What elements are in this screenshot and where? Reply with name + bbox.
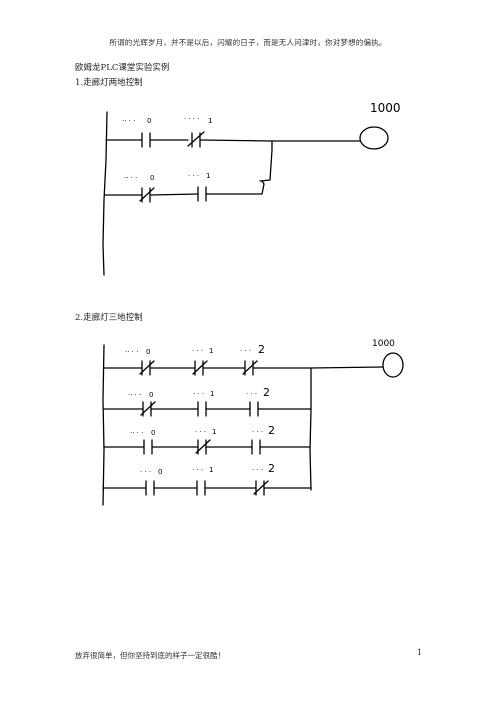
contact-address-label: 0 bbox=[158, 468, 162, 476]
contact-address-label: 1 bbox=[206, 172, 210, 180]
contact-address-label: ·· · · bbox=[124, 174, 137, 182]
contact-address-label: · · · bbox=[252, 466, 263, 474]
contact-no bbox=[251, 439, 261, 455]
contact-address-label: · · · bbox=[192, 466, 203, 474]
contact-address-label: 2 bbox=[268, 462, 275, 475]
ladder-diagram-1: ·· · · 0 · · · · 1 ·· · · 0 · · · 1 1000 bbox=[102, 101, 401, 276]
page-footer-quote: 放弃很简单，但你坚持到底的样子一定很酷！ bbox=[75, 651, 225, 660]
coil-address-label: 1000 bbox=[372, 339, 395, 349]
contact-address-label: 1 bbox=[210, 390, 214, 398]
contact-nc bbox=[192, 360, 208, 376]
contact-nc bbox=[140, 401, 156, 417]
contact-no bbox=[145, 480, 155, 496]
contact-nc bbox=[187, 131, 205, 148]
rung-2-wire bbox=[104, 180, 265, 196]
contact-address-label: · · · bbox=[195, 428, 206, 436]
contact-address-label: · · · bbox=[193, 390, 204, 398]
contact-no bbox=[197, 401, 207, 417]
output-coil-2 bbox=[382, 352, 404, 378]
contact-address-label: 1 bbox=[208, 117, 212, 125]
coil-wire bbox=[310, 366, 384, 369]
contact-address-label: · · · bbox=[188, 172, 199, 180]
section-1-heading: 1.走廊灯两地控制 bbox=[75, 78, 143, 88]
contact-nc bbox=[195, 439, 211, 455]
document-title: 欧姆龙PLC课堂实验实例 bbox=[75, 63, 170, 73]
page-header-quote: 所谓的光辉岁月，并不是以后，闪耀的日子，而是无人问津时，你对梦想的偏执。 bbox=[109, 38, 387, 47]
contact-address-label: · · · bbox=[192, 347, 203, 355]
contact-address-label: 0 bbox=[149, 391, 153, 399]
contact-nc bbox=[242, 360, 258, 376]
contact-address-label: ·· · · bbox=[122, 117, 135, 125]
contact-address-label: ·· · · bbox=[130, 429, 143, 437]
contact-nc bbox=[139, 187, 155, 203]
contact-address-label: 1 bbox=[209, 466, 213, 474]
contact-address-label: 2 bbox=[263, 386, 270, 399]
contact-nc bbox=[139, 360, 155, 376]
power-rail-right bbox=[309, 367, 312, 491]
contact-address-label: 0 bbox=[147, 117, 151, 125]
contact-address-label: · · · bbox=[252, 428, 263, 436]
ladder-diagram-2: ·· · · 0 · · · 1 · · · 2 ·· · · 0 · · · … bbox=[102, 339, 404, 506]
contact-no bbox=[197, 186, 207, 202]
section-2-heading: 2.走廊灯三地控制 bbox=[75, 313, 143, 323]
contact-no bbox=[249, 401, 259, 417]
contact-no bbox=[141, 132, 151, 148]
contact-address-label: 0 bbox=[146, 348, 150, 356]
power-rail-left bbox=[102, 111, 108, 276]
contact-address-label: · · · bbox=[240, 347, 251, 355]
output-coil-1 bbox=[359, 126, 389, 150]
contact-address-label: 2 bbox=[258, 343, 265, 356]
contact-address-label: ·· · · bbox=[125, 348, 138, 356]
contact-nc bbox=[253, 480, 269, 496]
contact-address-label: 1 bbox=[209, 347, 213, 355]
contact-address-label: · · · · bbox=[184, 115, 200, 123]
contact-no bbox=[143, 439, 153, 455]
contact-no bbox=[196, 480, 206, 496]
contact-address-label: 1 bbox=[212, 428, 216, 436]
contact-address-label: 0 bbox=[150, 174, 154, 182]
contact-address-label: · · · bbox=[246, 390, 257, 398]
contact-address-label: 2 bbox=[268, 424, 275, 437]
contact-address-label: ·· · · bbox=[128, 391, 141, 399]
page-number: 1 bbox=[417, 648, 423, 657]
power-rail-left bbox=[102, 344, 105, 506]
rung-1-wire bbox=[105, 139, 273, 182]
coil-address-label: 1000 bbox=[370, 101, 401, 115]
contact-address-label: 0 bbox=[151, 429, 155, 437]
contact-address-label: · · · bbox=[140, 468, 151, 476]
